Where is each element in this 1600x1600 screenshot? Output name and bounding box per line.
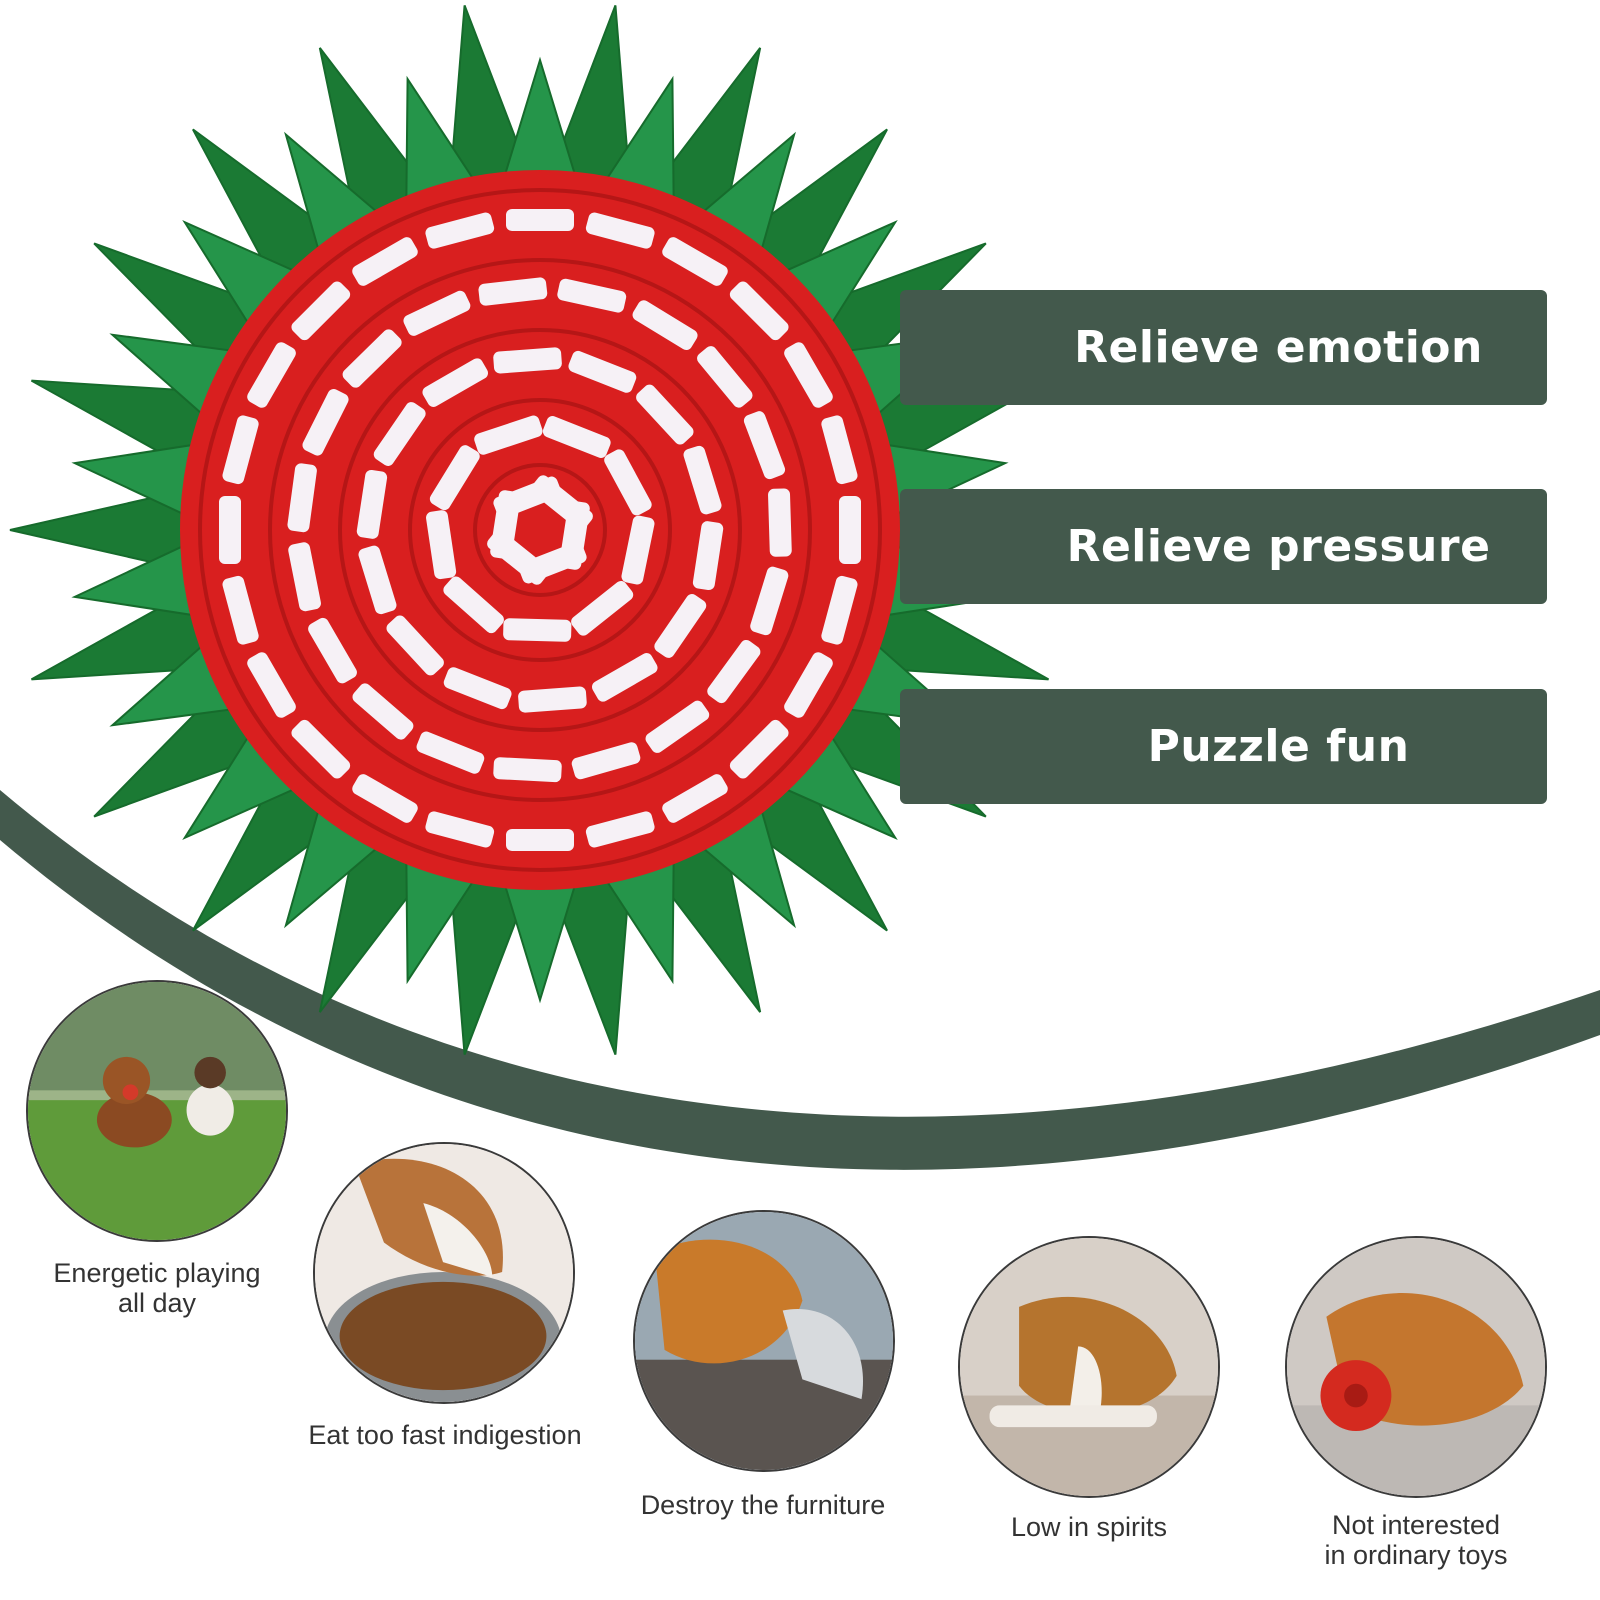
fleece-strip	[287, 463, 317, 533]
fleece-strip	[662, 237, 728, 286]
fleece-strip	[559, 500, 590, 570]
fleece-strip	[222, 575, 259, 645]
caption-text: Low in spirits	[1010, 1512, 1168, 1542]
caption-not-interested: Not interested in ordinary toys	[1256, 1510, 1576, 1570]
fleece-strip	[222, 415, 259, 485]
benefit-relieve-pressure: Relieve pressure	[900, 489, 1547, 604]
fleece-strip	[585, 811, 655, 848]
fleece-strip	[636, 384, 694, 445]
benefit-relieve-emotion: Relieve emotion	[900, 290, 1547, 405]
fleece-strip	[839, 496, 861, 564]
fleece-rings	[198, 188, 882, 872]
fleece-strip	[373, 402, 426, 466]
caption-text: Not interested in ordinary toys	[1324, 1510, 1508, 1570]
fleece-strip	[729, 281, 789, 341]
fleece-strip	[302, 389, 349, 456]
fleece-strip	[352, 683, 414, 740]
fleece-strip	[542, 416, 611, 458]
fleece-strip	[416, 731, 485, 774]
fleece-strip	[707, 639, 761, 704]
fleece-strip	[291, 281, 351, 341]
fleece-strip	[729, 719, 789, 779]
fleece-strip	[568, 350, 637, 393]
caption-eat-too-fast: Eat too fast indigestion	[285, 1420, 605, 1450]
fleece-strip	[425, 811, 495, 848]
caption-text: Eat too fast indigestion	[308, 1420, 582, 1450]
fleece-strip	[247, 652, 296, 718]
fleece-strip	[571, 742, 641, 780]
fleece-strip	[219, 496, 241, 564]
fleece-strip	[308, 617, 357, 684]
fleece-strip	[518, 686, 587, 713]
fleece-strip	[493, 757, 562, 783]
fleece-strip	[692, 521, 724, 591]
caption-text: Destroy the furniture	[640, 1490, 886, 1520]
fleece-strip	[426, 510, 457, 580]
fleece-strip	[750, 566, 789, 636]
fleece-strip	[386, 615, 444, 676]
fleece-strip	[403, 290, 471, 336]
photo-beagle-eating	[313, 1142, 575, 1404]
fleece-strip	[571, 581, 634, 636]
caption-low-in-spirits: Low in spirits	[929, 1512, 1249, 1542]
fleece-strip	[697, 346, 753, 408]
benefit-puzzle-fun: Puzzle fun	[900, 689, 1547, 804]
caption-text: Energetic playing all day	[53, 1258, 261, 1318]
fleece-strip	[493, 347, 562, 374]
fleece-strip	[784, 342, 833, 408]
fleece-strip	[506, 209, 574, 231]
fleece-strip	[632, 300, 698, 351]
fleece-strip	[768, 488, 792, 557]
caption-energetic-playing: Energetic playing all day	[0, 1258, 317, 1318]
fleece-strip	[557, 278, 627, 313]
fleece-strip	[478, 277, 548, 306]
fleece-strip	[291, 719, 351, 779]
fleece-strip	[585, 212, 655, 249]
fleece-strip	[356, 469, 388, 539]
fleece-strip	[425, 212, 495, 249]
fleece-strip	[604, 449, 652, 516]
fleece-strip	[474, 415, 543, 455]
fleece-strip	[654, 594, 707, 658]
photo-dog-chewing	[633, 1210, 895, 1472]
photo-dogs-running	[26, 980, 288, 1242]
fleece-strip	[358, 545, 397, 615]
fleece-strip	[288, 542, 321, 612]
fleece-strip	[743, 411, 786, 480]
fleece-strip	[683, 445, 722, 515]
fleece-strip	[429, 445, 480, 511]
fleece-strip	[591, 653, 658, 702]
fleece-strip	[352, 237, 418, 286]
fleece-strip	[443, 576, 504, 634]
snuffle-mat-image	[9, 5, 1071, 1055]
fleece-strip	[621, 515, 655, 585]
fleece-strip	[506, 829, 574, 851]
fleece-strip	[821, 575, 858, 645]
fleece-strip	[645, 700, 710, 753]
fleece-strip	[821, 415, 858, 485]
fleece-strip	[352, 774, 418, 823]
fleece-strip	[342, 329, 402, 388]
photo-beagle-lying	[958, 1236, 1220, 1498]
caption-destroy-furniture: Destroy the furniture	[603, 1490, 923, 1520]
fleece-strip	[443, 667, 512, 710]
fleece-strip	[422, 358, 489, 407]
fleece-strip	[662, 774, 728, 823]
fleece-strip	[247, 342, 296, 408]
fleece-strip	[784, 652, 833, 718]
fleece-strip	[503, 618, 572, 642]
photo-golden-retriever	[1285, 1236, 1547, 1498]
